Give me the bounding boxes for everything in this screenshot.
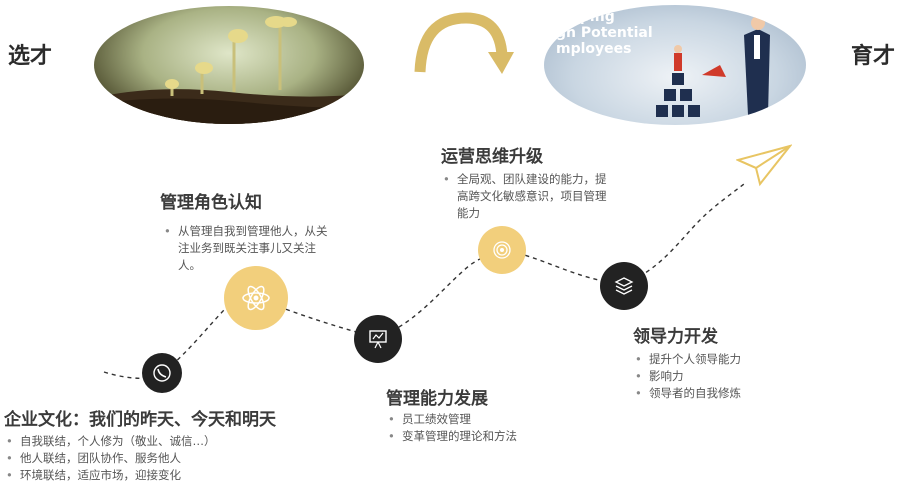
stage-2-bullet: 从管理自我到管理他人，从关注业务到既关注事儿又关注人。 xyxy=(162,223,338,274)
stage-2-node xyxy=(224,266,288,330)
banner-text: eloping gh Potential mployees xyxy=(556,9,653,57)
presentation-icon xyxy=(369,330,387,349)
paper-plane-icon xyxy=(735,144,793,192)
stage-3-title: 管理能力发展 xyxy=(386,389,488,409)
seedling-image xyxy=(94,6,364,124)
stage-3-bullets: 员工绩效管理 变革管理的理论和方法 xyxy=(386,411,566,445)
stage-4-title: 运营思维升级 xyxy=(441,147,543,167)
right-label: 育才 xyxy=(851,44,896,69)
stage-5-node xyxy=(600,262,648,310)
stage-5-bullet: 领导者的自我修炼 xyxy=(633,385,813,402)
stage-4-bullets: 全局观、团队建设的能力，提高跨文化敏感意识，项目管理能力 xyxy=(441,171,613,222)
stage-1-bullet: 环境联结，适应市场，迎接变化 xyxy=(4,467,294,484)
stage-3-bullet: 变革管理的理论和方法 xyxy=(386,428,566,445)
atom-icon xyxy=(242,285,270,311)
stage-1-node xyxy=(142,353,182,393)
stage-4-bullet: 全局观、团队建设的能力，提高跨文化敏感意识，项目管理能力 xyxy=(441,171,613,222)
stage-5-title: 领导力开发 xyxy=(633,327,718,347)
stage-2-bullets: 从管理自我到管理他人，从关注业务到既关注事儿又关注人。 xyxy=(162,223,338,274)
leadership-image: eloping gh Potential mployees xyxy=(544,5,806,125)
stage-1-bullets: 自我联结，个人修为（敬业、诚信…） 他人联结，团队协作、服务他人 环境联结，适应… xyxy=(4,433,294,484)
target-icon xyxy=(493,241,511,259)
stage-5-bullet: 提升个人领导能力 xyxy=(633,351,813,368)
stage-2-title: 管理角色认知 xyxy=(160,193,262,213)
stage-4-node xyxy=(478,226,526,274)
stage-3-node xyxy=(354,315,402,363)
phone-icon xyxy=(153,364,171,382)
curved-arrow-icon xyxy=(414,12,514,80)
left-label: 选才 xyxy=(8,44,53,69)
layers-icon xyxy=(614,277,634,295)
stage-1-title: 企业文化：我们的昨天、今天和明天 xyxy=(4,410,276,430)
stage-5-bullet: 影响力 xyxy=(633,368,813,385)
stage-3-bullet: 员工绩效管理 xyxy=(386,411,566,428)
stage-1-bullet: 他人联结，团队协作、服务他人 xyxy=(4,450,294,467)
stage-1-bullet: 自我联结，个人修为（敬业、诚信…） xyxy=(4,433,294,450)
stage-5-bullets: 提升个人领导能力 影响力 领导者的自我修炼 xyxy=(633,351,813,402)
